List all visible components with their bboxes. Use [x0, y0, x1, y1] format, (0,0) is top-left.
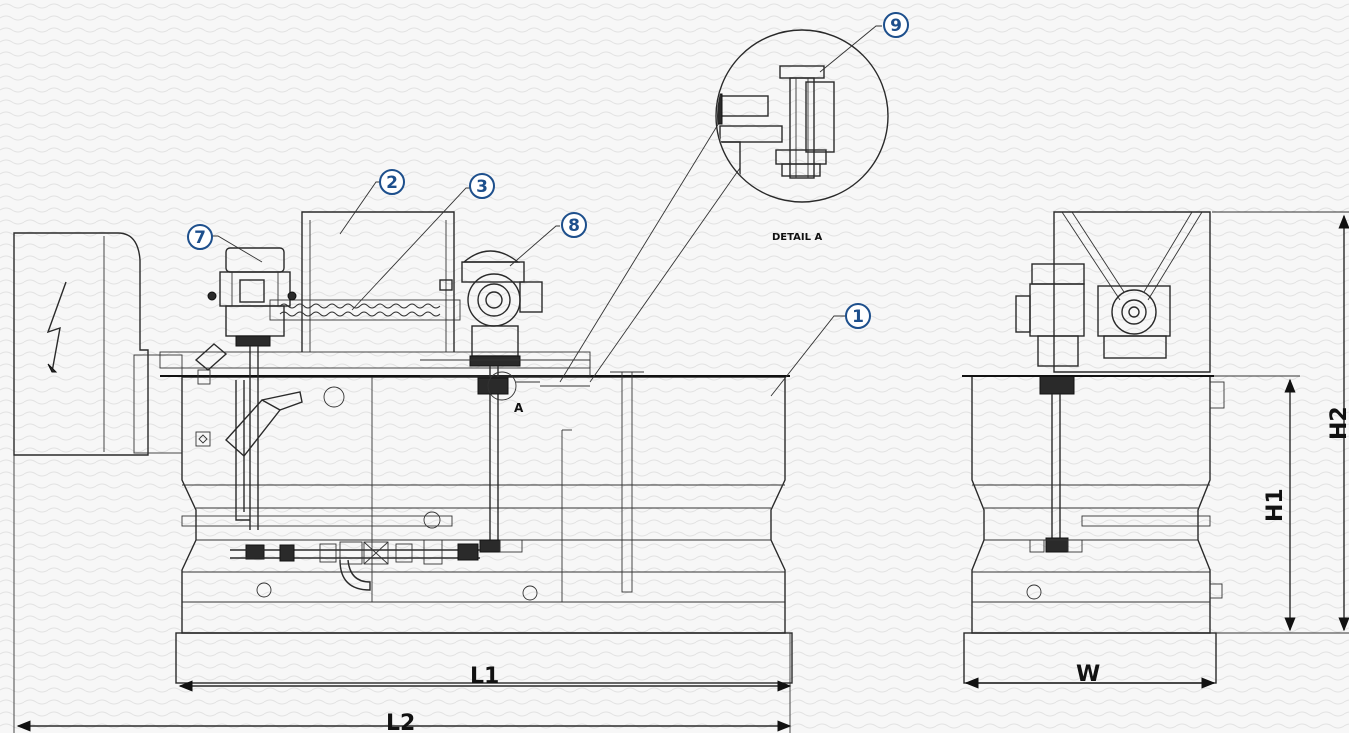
callout-8: 8	[561, 212, 587, 238]
callout-3-label: 3	[476, 177, 488, 197]
dimension-h2: H2	[1327, 406, 1349, 440]
electric-hazard-icon	[46, 281, 67, 373]
tank-front	[159, 351, 793, 684]
callout-9: 9	[883, 12, 909, 38]
wetting-funnel	[194, 343, 303, 521]
callout-2: 2	[379, 169, 405, 195]
callout-3: 3	[469, 173, 495, 199]
detail-a-marker: A	[514, 401, 524, 415]
detail-a-marker-circle	[487, 371, 517, 401]
callout-7-label: 7	[194, 228, 206, 248]
side-view: W H1 H2	[962, 211, 1349, 689]
screw-feeder	[269, 299, 461, 321]
piping-manifold	[181, 511, 480, 591]
callout-2-label: 2	[386, 173, 398, 193]
callout-8-label: 8	[568, 216, 580, 236]
callout-1-label: 1	[852, 307, 864, 327]
callout-9-label: 9	[890, 16, 902, 36]
front-view: A L1 L2	[13, 117, 846, 733]
control-cabinet	[13, 232, 183, 733]
callout-1: 1	[845, 303, 871, 329]
detail-a-view: DETAIL A	[715, 25, 889, 243]
dimension-l1: L1	[470, 664, 499, 689]
dimension-l2: L2	[386, 711, 415, 733]
dimension-w: W	[1076, 662, 1100, 687]
callout-7: 7	[187, 224, 213, 250]
dimension-h1: H1	[1263, 488, 1288, 522]
powder-hopper	[301, 211, 455, 352]
mixer-motor	[207, 247, 297, 560]
detail-a-title: DETAIL A	[772, 232, 822, 243]
dosing-pump	[420, 250, 591, 553]
